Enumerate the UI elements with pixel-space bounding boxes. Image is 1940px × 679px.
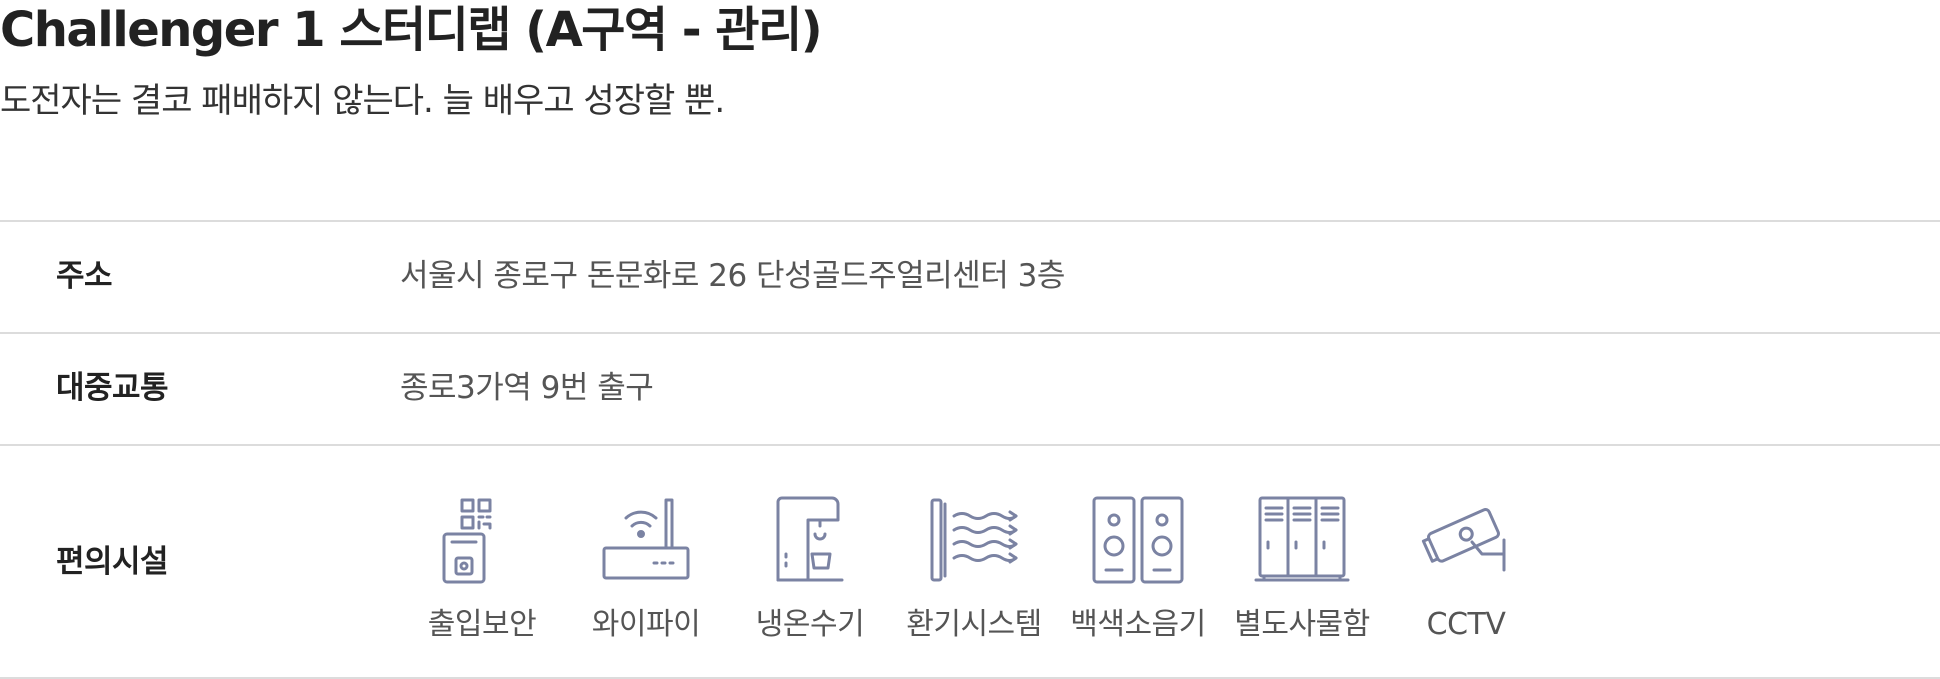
amenity-cctv: CCTV xyxy=(1384,494,1548,644)
amenity-ventilation: 환기시스템 xyxy=(892,494,1056,644)
transit-value: 종로3가역 9번 출구 xyxy=(400,370,654,406)
amenity-label: 출입보안 xyxy=(427,607,537,642)
page-title: Challenger 1 스터디랩 (A구역 - 관리) xyxy=(0,2,823,58)
water-dispenser-icon xyxy=(760,494,860,586)
cctv-camera-icon xyxy=(1416,494,1516,586)
info-table: 주소 서울시 종로구 돈문화로 26 단성골드주얼리센터 3층 대중교통 종로3… xyxy=(0,220,1940,679)
address-value: 서울시 종로구 돈문화로 26 단성골드주얼리센터 3층 xyxy=(400,258,1065,294)
amenity-label: 냉온수기 xyxy=(755,607,865,642)
amenity-label: 별도사물함 xyxy=(1234,607,1370,642)
locker-icon xyxy=(1252,494,1352,586)
address-label: 주소 xyxy=(56,258,113,294)
amenities-row: 편의시설 출입보안 xyxy=(0,446,1940,679)
amenity-label: 백색소음기 xyxy=(1070,607,1206,642)
amenities-label: 편의시설 xyxy=(56,544,169,580)
wifi-router-icon xyxy=(596,494,696,586)
amenity-wifi: 와이파이 xyxy=(564,494,728,644)
transit-label: 대중교통 xyxy=(56,370,169,406)
amenity-label: 환기시스템 xyxy=(906,607,1042,642)
page-subtitle: 도전자는 결코 패배하지 않는다. 늘 배우고 성장할 뿐. xyxy=(0,81,725,121)
speaker-icon xyxy=(1088,494,1188,586)
amenity-access-security: 출입보안 xyxy=(400,494,564,644)
ventilation-icon xyxy=(924,494,1024,586)
amenity-water-dispenser: 냉온수기 xyxy=(728,494,892,644)
amenity-white-noise: 백색소음기 xyxy=(1056,494,1220,644)
address-row: 주소 서울시 종로구 돈문화로 26 단성골드주얼리센터 3층 xyxy=(0,222,1940,334)
amenity-list: 출입보안 와이파이 xyxy=(400,494,1548,644)
amenity-label: 와이파이 xyxy=(591,607,701,642)
amenity-locker: 별도사물함 xyxy=(1220,494,1384,644)
transit-row: 대중교통 종로3가역 9번 출구 xyxy=(0,334,1940,446)
access-security-icon xyxy=(432,494,532,586)
amenity-label: CCTV xyxy=(1426,607,1506,642)
